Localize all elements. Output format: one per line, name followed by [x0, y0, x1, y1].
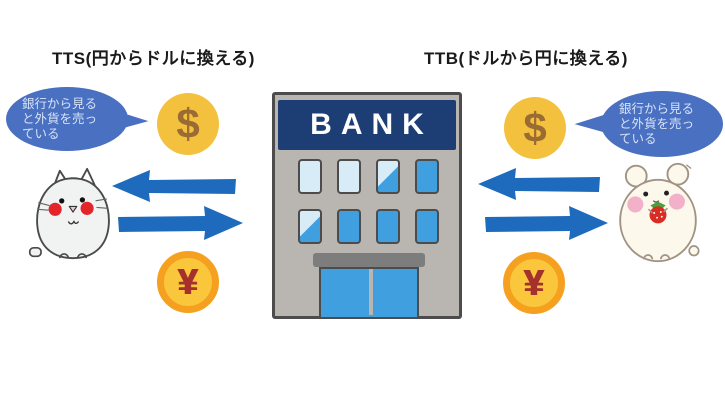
bank-window — [298, 159, 322, 194]
dollar-coin-icon: $ — [157, 93, 219, 155]
left-bubble-line-3: ている — [22, 126, 60, 141]
dollar-symbol: $ — [523, 104, 547, 151]
yen-symbol: ¥ — [523, 262, 545, 303]
left-speech-bubble: 銀行から見る と外貨を売っ ている — [6, 87, 128, 151]
cat-character — [26, 167, 120, 266]
bank-building: BANK — [272, 92, 462, 319]
arrow-left-icon — [476, 166, 602, 202]
bank-window — [415, 159, 439, 194]
hamster-character — [610, 160, 706, 269]
dollar-symbol: $ — [176, 100, 200, 147]
arrow-right-icon — [115, 204, 245, 242]
bank-door-divider — [369, 269, 373, 315]
bank-door-lintel — [313, 253, 425, 267]
bank-door — [319, 267, 419, 317]
bank-window — [376, 209, 400, 244]
bank-sign-text: BANK — [310, 108, 433, 141]
bank-window — [415, 209, 439, 244]
arrow-left-icon — [110, 168, 238, 204]
yen-coin-icon: ¥ — [157, 251, 219, 313]
bank-window — [376, 159, 400, 194]
yen-symbol: ¥ — [177, 261, 199, 302]
bank-sign: BANK — [278, 100, 456, 150]
bank-window — [337, 209, 361, 244]
yen-coin-icon: ¥ — [503, 252, 565, 314]
left-bubble-line-1: 銀行から見る — [22, 96, 98, 111]
right-bubble-line-3: ている — [619, 131, 657, 146]
dollar-coin-icon: $ — [504, 97, 566, 159]
ttb-title: TTB(ドルから円に換える) — [424, 49, 628, 68]
left-bubble-line-2: と外貨を売っ — [22, 111, 98, 126]
bank-window — [298, 209, 322, 244]
arrow-right-icon — [482, 203, 610, 243]
right-bubble-line-2: と外貨を売っ — [619, 116, 695, 131]
right-speech-bubble: 銀行から見る と外貨を売っ ている — [601, 91, 723, 157]
tts-title: TTS(円からドルに換える) — [52, 49, 255, 68]
right-bubble-tail — [573, 114, 607, 138]
right-bubble-line-1: 銀行から見る — [619, 101, 695, 116]
bank-window — [337, 159, 361, 194]
